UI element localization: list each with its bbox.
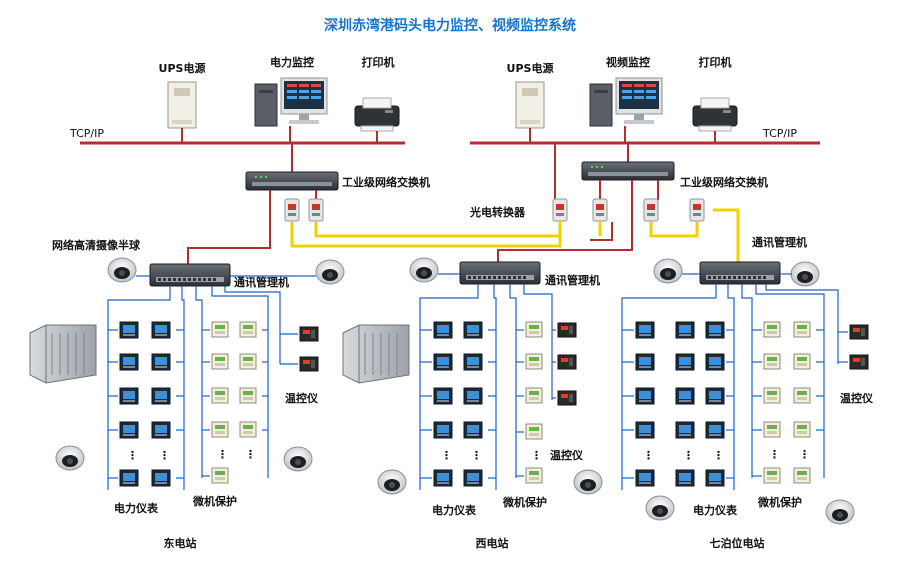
temp-label-west: 温控仪 bbox=[550, 448, 584, 462]
switch-right-label: 工业级网络交换机 bbox=[680, 175, 768, 189]
dots-east-2: ⋮ bbox=[159, 449, 170, 462]
camera-2 bbox=[315, 259, 345, 285]
station-name-west: 西电站 bbox=[476, 536, 509, 550]
dots-west-2: ⋮ bbox=[471, 449, 482, 462]
switch-left-label: 工业级网络交换机 bbox=[342, 175, 430, 189]
printer-right: 打印机 bbox=[692, 55, 738, 143]
meter-label-west: 电力仪表 bbox=[432, 503, 477, 517]
printer-right-label: 打印机 bbox=[699, 55, 732, 69]
dots-berth7-5: ⋮ bbox=[799, 448, 810, 461]
converter-3 bbox=[552, 198, 568, 222]
camera-label: 网络高清摄像半球 bbox=[52, 238, 141, 252]
video-monitor-pc: 视频监控 bbox=[589, 55, 663, 143]
camera-11 bbox=[825, 499, 855, 525]
comm-manager-berth7-label: 通讯管理机 bbox=[752, 235, 807, 249]
camera-6 bbox=[55, 445, 85, 471]
substation-cabinet-west bbox=[342, 324, 410, 384]
comm-manager-east-label: 通讯管理机 bbox=[234, 275, 289, 289]
comm-manager-west-label: 通讯管理机 bbox=[545, 273, 600, 287]
comm-manager-berth7: 通讯管理机 bbox=[699, 235, 807, 285]
converter-1 bbox=[284, 198, 300, 222]
substation-cabinet-east bbox=[29, 324, 97, 384]
camera-3 bbox=[409, 257, 439, 283]
printer-left-label: 打印机 bbox=[362, 55, 395, 69]
relay-label-west: 微机保护 bbox=[502, 495, 547, 509]
temp-label-berth7: 温控仪 bbox=[840, 391, 874, 405]
converter-4 bbox=[592, 198, 608, 222]
dots-east-1: ⋮ bbox=[127, 449, 138, 462]
ups-right: UPS电源 bbox=[507, 61, 554, 143]
tcp-label-right: TCP/IP bbox=[762, 127, 797, 140]
dots-berth7-3: ⋮ bbox=[713, 449, 724, 462]
temp-label-east: 温控仪 bbox=[285, 391, 319, 405]
industrial-switch-right: 工业级网络交换机 bbox=[581, 161, 768, 189]
power-monitor-label: 电力监控 bbox=[270, 55, 314, 69]
relay-label-east: 微机保护 bbox=[192, 494, 237, 508]
video-monitor-label: 视频监控 bbox=[606, 55, 650, 69]
meter-label-east: 电力仪表 bbox=[114, 501, 159, 515]
power-monitor-pc: 电力监控 bbox=[254, 55, 328, 143]
camera-8 bbox=[377, 469, 407, 495]
station-name-east: 东电站 bbox=[164, 536, 197, 550]
comm-manager-west: 通讯管理机 bbox=[459, 261, 600, 287]
dots-berth7-1: ⋮ bbox=[643, 449, 654, 462]
dots-east-3: ⋮ bbox=[217, 448, 228, 461]
camera-4 bbox=[653, 258, 683, 284]
ups-right-label: UPS电源 bbox=[507, 61, 554, 75]
industrial-switch-left: 工业级网络交换机 bbox=[245, 171, 430, 191]
ups-left: UPS电源 bbox=[159, 61, 206, 143]
station-east: ⋮ ⋮ ⋮ ⋮ 温控仪 电力仪表 微机保护 东电站 bbox=[29, 286, 319, 550]
converter-5 bbox=[643, 198, 659, 222]
dots-berth7-2: ⋮ bbox=[683, 449, 694, 462]
relay-label-berth7: 微机保护 bbox=[757, 495, 802, 509]
meter-label-berth7: 电力仪表 bbox=[693, 503, 738, 517]
station-west: ⋮ ⋮ ⋮ 温控仪 电力仪表 微机保护 西电站 bbox=[342, 284, 584, 550]
camera-5 bbox=[790, 261, 820, 287]
diagram-title: 深圳赤湾港码头电力监控、视频监控系统 bbox=[324, 17, 576, 34]
camera-10 bbox=[645, 495, 675, 521]
converter-2 bbox=[308, 198, 324, 222]
camera-9 bbox=[573, 469, 603, 495]
station-berth7: ⋮ ⋮ ⋮ ⋮ ⋮ 温控仪 电力仪表 微机保护 七泊位电站 bbox=[621, 284, 874, 550]
tcp-label-left: TCP/IP bbox=[69, 127, 104, 140]
printer-left: 打印机 bbox=[354, 55, 400, 143]
camera-1 bbox=[107, 257, 137, 283]
dots-west-1: ⋮ bbox=[441, 449, 452, 462]
ups-left-label: UPS电源 bbox=[159, 61, 206, 75]
comm-manager-east: 通讯管理机 bbox=[149, 263, 289, 289]
dots-east-4: ⋮ bbox=[245, 448, 256, 461]
dots-berth7-4: ⋮ bbox=[769, 448, 780, 461]
converter-label: 光电转换器 bbox=[469, 205, 526, 219]
camera-7 bbox=[283, 446, 313, 472]
converter-6 bbox=[689, 198, 705, 222]
station-name-berth7: 七泊位电站 bbox=[710, 536, 765, 550]
dots-west-3: ⋮ bbox=[531, 449, 542, 462]
